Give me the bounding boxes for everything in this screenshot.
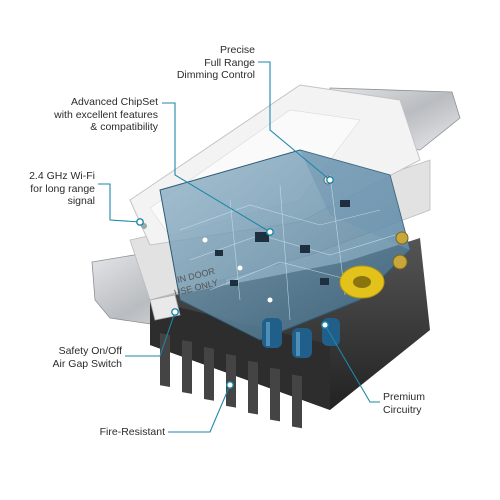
callout-airgap-line-1: Safety On/Off (58, 345, 122, 357)
leader-line-fire (168, 384, 231, 433)
leader-line-wifi (98, 183, 141, 223)
callout-air-gap: Safety On/Off Air Gap Switch (53, 345, 122, 370)
leader-dot-wifi (136, 218, 144, 226)
leader-line-dimming (258, 61, 331, 181)
callout-circuitry-line-1: Premium (383, 391, 426, 403)
leader-dot-dimming (326, 176, 334, 184)
callout-circuitry-line-2: Circuitry (383, 403, 422, 416)
callout-chipset-line-1: Advanced ChipSet (71, 96, 158, 108)
leader-dot-circuitry (321, 321, 329, 329)
leader-line-chipset (162, 102, 271, 233)
callout-fire-resistant: Fire-Resistant (100, 426, 165, 439)
callout-chipset-line-2: with excellent features (54, 108, 158, 121)
callout-chipset-line-3: & compatibility (90, 121, 158, 133)
callout-wifi-line-1: 2.4 GHz Wi-Fi (29, 170, 95, 182)
leader-line-circuitry (324, 324, 380, 403)
leader-line-airgap (125, 311, 176, 357)
callout-fire-line-1: Fire-Resistant (99, 426, 165, 438)
callout-wifi-line-3: signal (67, 195, 95, 207)
leader-dot-chipset (266, 228, 274, 236)
callout-wifi: 2.4 GHz Wi-Fi for long range signal (29, 170, 95, 208)
terminal-screws (392, 231, 409, 270)
callout-airgap-line-2: Air Gap Switch (52, 357, 122, 370)
callout-premium-circuitry: Premium Circuitry (383, 391, 425, 416)
leader-dot-fire (226, 381, 234, 389)
leader-dot-airgap (171, 308, 179, 316)
callout-dimming-line-3: Dimming Control (176, 69, 255, 81)
callout-dimming-line-1: Precise (219, 44, 255, 56)
air-gap-switch (149, 294, 181, 321)
callout-wifi-line-2: for long range (30, 182, 95, 195)
callout-dimming-control: Precise Full Range Dimming Control (177, 44, 255, 82)
callout-dimming-line-2: Full Range (204, 56, 255, 69)
callout-chipset: Advanced ChipSet with excellent features… (54, 96, 158, 134)
